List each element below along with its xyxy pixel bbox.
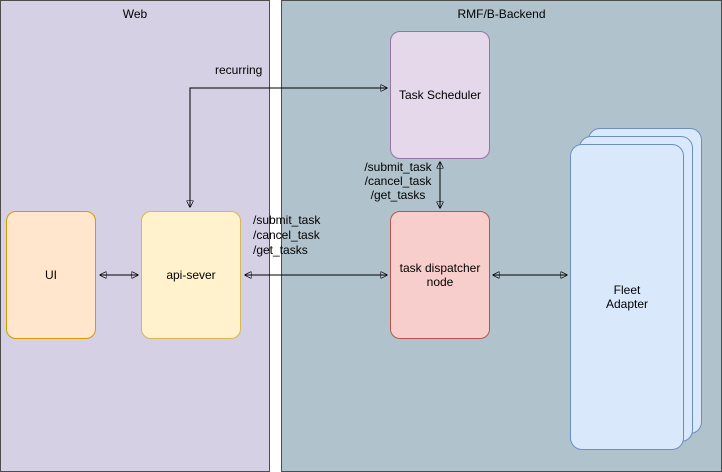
ui-node: UI (6, 211, 96, 339)
ui-node-label: UI (45, 268, 57, 282)
backend-container-label: RMF/B-Backend (457, 7, 546, 21)
api-server-node: api-sever (141, 211, 241, 339)
task-scheduler-node: Task Scheduler (390, 31, 490, 159)
api-server-node-label: api-sever (166, 268, 216, 282)
task-dispatcher-node-label: task dispatcher node (399, 261, 481, 289)
fleet-adapter-node: Fleet Adapter (570, 144, 684, 450)
fleet-adapter-node-label: Fleet Adapter (605, 283, 649, 311)
task-dispatcher-node: task dispatcher node (390, 211, 490, 339)
web-container-label: Web (122, 7, 148, 21)
task-scheduler-node-label: Task Scheduler (398, 88, 482, 102)
edge-label-scheduler-dispatcher: /submit_task /cancel_task /get_tasks (364, 160, 432, 202)
edge-label-api-dispatcher: /submit_task /cancel_task /get_tasks (253, 213, 321, 257)
edge-label-recurring: recurring (215, 63, 263, 77)
